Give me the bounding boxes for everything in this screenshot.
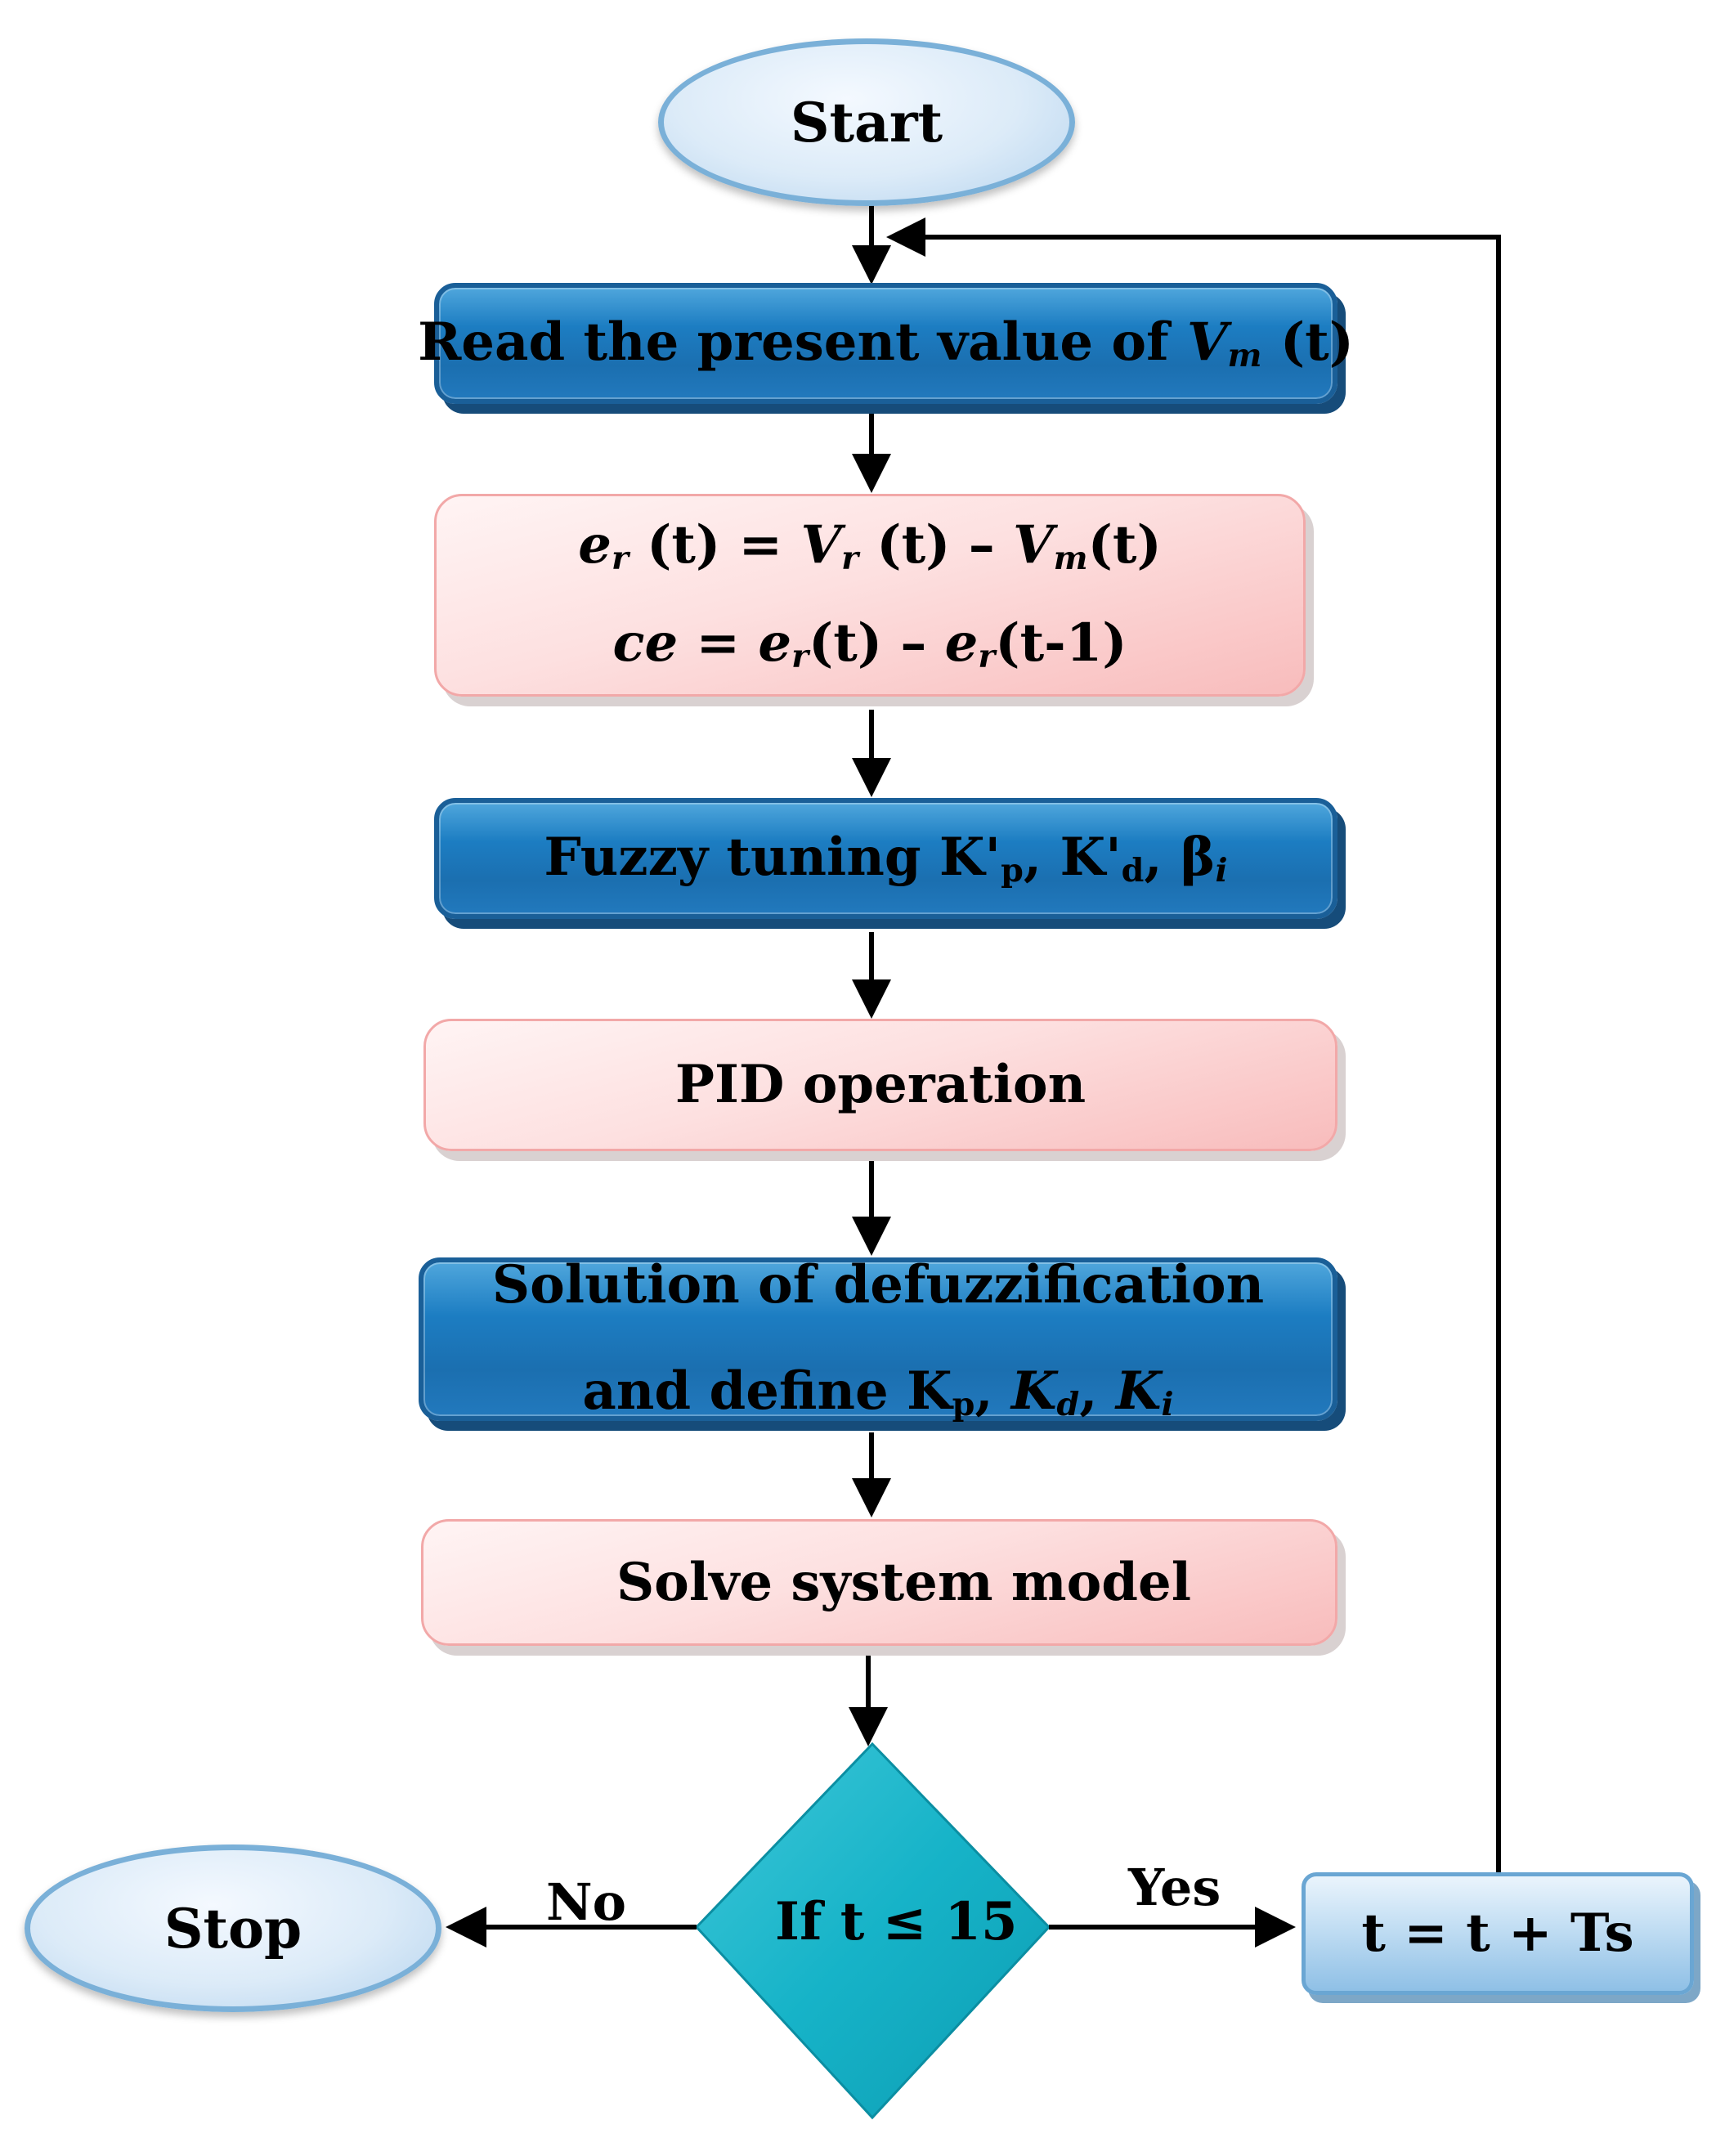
- arrow-defuzz-to-solve: [852, 1432, 891, 1517]
- fuzzy-tuning-process: Fuzzy tuning K'p, K'd, βi: [434, 798, 1337, 919]
- pid-operation-label: PID operation: [674, 1054, 1087, 1115]
- start-terminal: Start: [658, 38, 1075, 206]
- arrow-decision-to-stop: [446, 1907, 697, 1948]
- arrow-error-to-fuzzy: [852, 710, 891, 797]
- arrow-fuzzy-to-pid: [852, 932, 891, 1019]
- arrow-pid-to-defuzz: [852, 1161, 891, 1256]
- arrow-update-loop-back: [886, 217, 1501, 1872]
- pid-operation-process: PID operation: [423, 1019, 1337, 1151]
- solve-system-model-label: Solve system model: [616, 1551, 1192, 1613]
- error-computation-process: er (t) = Vr (t) – Vm(t) ce = er(t) – er(…: [434, 494, 1306, 697]
- error-equation: er (t) = Vr (t) – Vm(t): [578, 514, 1162, 578]
- arrow-decision-to-update: [1049, 1907, 1296, 1948]
- solve-system-model-process: Solve system model: [421, 1519, 1337, 1646]
- defuzzification-process: Solution of defuzzification and define K…: [419, 1254, 1337, 1423]
- decision-condition-label: If t ≤ 15: [775, 1891, 1018, 1952]
- time-update-label: t = t + Ts: [1361, 1903, 1634, 1964]
- fuzzy-tuning-label: Fuzzy tuning K'p, K'd, βi: [544, 827, 1228, 890]
- no-branch-label: No: [546, 1872, 627, 1932]
- change-of-error-equation: ce = er(t) – er(t-1): [612, 612, 1127, 675]
- yes-branch-label: Yes: [1128, 1858, 1221, 1917]
- read-value-process: Read the present value of Vm (t): [418, 283, 1354, 404]
- stop-terminal: Stop: [25, 1844, 441, 2012]
- time-update-process: t = t + Ts: [1302, 1872, 1694, 1995]
- start-label: Start: [790, 90, 943, 155]
- defuzzification-line-2: and define Kp, Kd, Ki: [582, 1360, 1174, 1424]
- stop-label: Stop: [164, 1896, 302, 1961]
- arrow-start-to-read: [852, 203, 891, 285]
- arrow-solve-to-decision: [849, 1656, 888, 1746]
- decision-diamond: [694, 1741, 1051, 2120]
- read-value-label: Read the present value of Vm (t): [418, 312, 1354, 375]
- arrow-read-to-error: [852, 409, 891, 493]
- defuzzification-line-1: Solution of defuzzification: [491, 1254, 1265, 1316]
